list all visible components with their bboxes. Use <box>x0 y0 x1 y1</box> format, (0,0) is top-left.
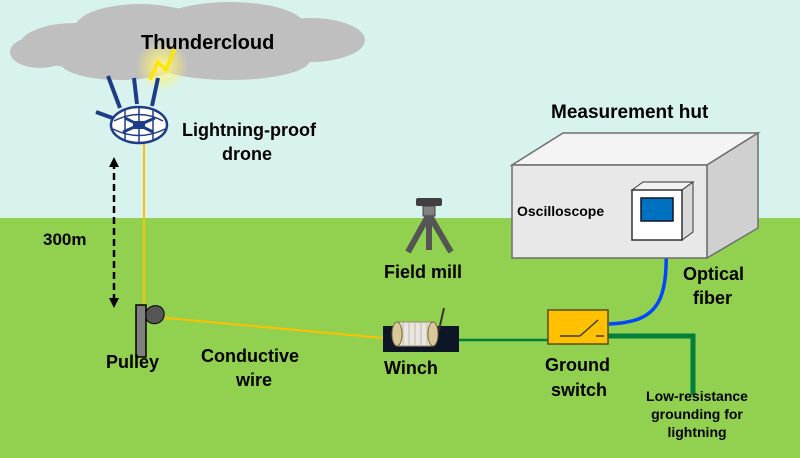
ground-switch-icon <box>547 309 609 345</box>
grounding-label-line1: Low-resistance <box>646 388 748 404</box>
winch-icon <box>383 307 459 352</box>
grounding-rod <box>608 333 696 395</box>
drone-label-line1: Lightning-proof <box>182 120 316 140</box>
thundercloud-label: Thundercloud <box>141 32 275 54</box>
pulley-icon <box>135 304 165 358</box>
oscilloscope-icon <box>630 181 695 241</box>
oscilloscope-label: Oscilloscope <box>517 203 605 219</box>
ground-switch-label-line1: Ground <box>545 355 610 375</box>
field-mill-label: Field mill <box>384 262 463 282</box>
altitude-label: 300m <box>43 230 87 249</box>
grounding-label-line3: lightning <box>667 424 727 440</box>
pulley-label: Pulley <box>106 352 160 372</box>
conductive-wire-label-line1: Conductive <box>201 346 300 366</box>
optical-fiber-label-line1: Optical <box>683 264 745 284</box>
conductive-wire-label-line2: wire <box>236 370 273 390</box>
lightning-bolt-icon <box>136 40 188 92</box>
winch-label: Winch <box>384 358 438 378</box>
grounding-label-line2: grounding for <box>651 406 743 422</box>
ground-switch-label-line2: switch <box>551 380 608 400</box>
drone-icon <box>95 75 169 145</box>
field-mill-icon <box>405 198 454 254</box>
drone-label-line2: drone <box>222 144 273 164</box>
measurement-hut-label: Measurement hut <box>551 102 709 123</box>
optical-fiber-label-line2: fiber <box>693 288 733 308</box>
measurement-hut <box>509 131 761 260</box>
